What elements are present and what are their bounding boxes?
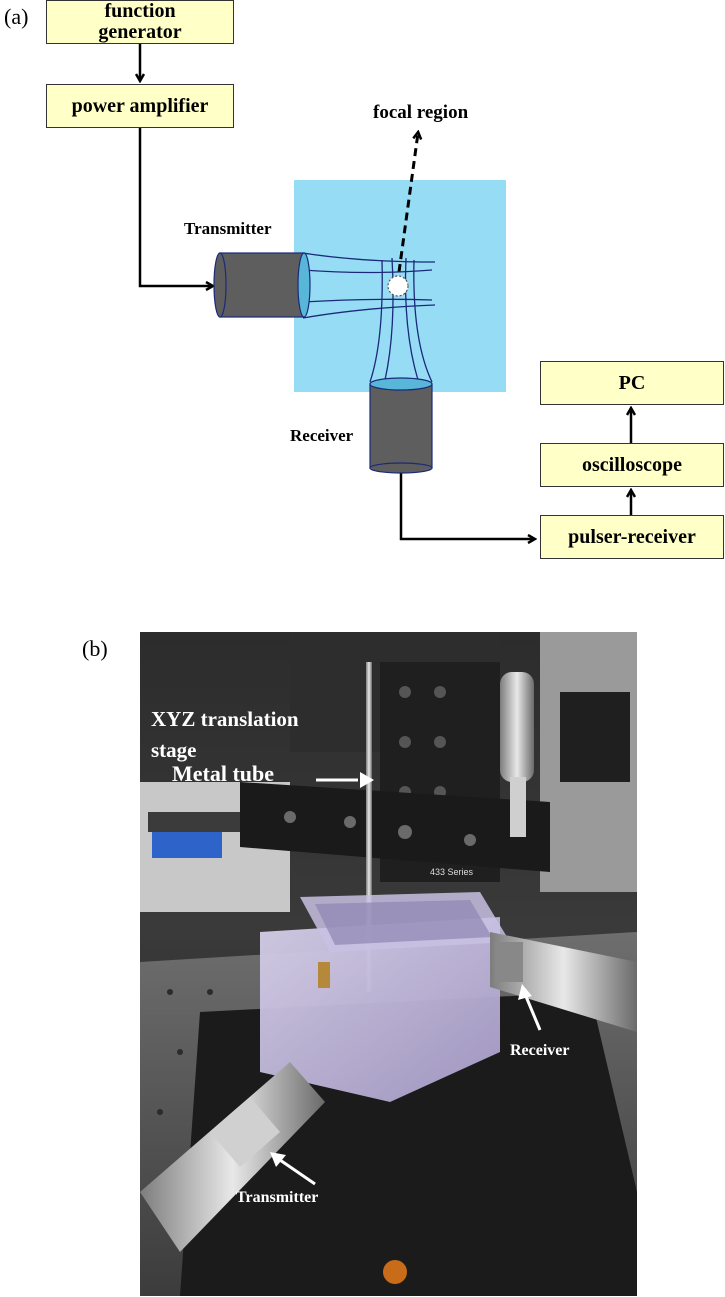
transmitter-label: Transmitter bbox=[184, 219, 272, 238]
beam-lines bbox=[302, 252, 436, 383]
amp-to-transmitter-line bbox=[138, 128, 212, 286]
power-amplifier-label: power amplifier bbox=[71, 94, 209, 117]
photo-transmitter-label: Transmitter bbox=[236, 1189, 319, 1206]
series-text: 433 Series bbox=[430, 867, 474, 877]
photo-illustration: 433 Series bbox=[140, 632, 637, 1296]
metal-tube-label: Metal tube bbox=[172, 761, 275, 786]
receiver-to-pulser-line bbox=[399, 470, 534, 539]
receiver-label: Receiver bbox=[290, 426, 354, 445]
focal-region-label: focal region bbox=[373, 102, 469, 123]
pc-label: PC bbox=[618, 371, 646, 394]
focal-region-pointer bbox=[397, 133, 418, 273]
photo-receiver-label: Receiver bbox=[510, 1042, 570, 1059]
photo-receiver-transducer bbox=[490, 932, 637, 1032]
photo-transmitter-transducer bbox=[140, 1062, 325, 1252]
pulser-receiver-label: pulser-receiver bbox=[568, 525, 696, 548]
panel-a-label: (a) bbox=[4, 4, 29, 29]
transmitter-transducer bbox=[213, 252, 311, 318]
oscilloscope-label: oscilloscope bbox=[582, 453, 682, 476]
experimental-setup-photo: 433 Series bbox=[140, 632, 637, 1296]
stage-label-line1: XYZ translation stage bbox=[151, 707, 299, 762]
panel-b-label: (b) bbox=[82, 636, 108, 661]
receiver-transducer bbox=[369, 377, 433, 474]
power-amplifier-box: power amplifier bbox=[46, 84, 234, 128]
pulser-receiver-box: pulser-receiver bbox=[540, 515, 724, 559]
photo-arrows bbox=[270, 772, 542, 1186]
function-generator-label: function generator bbox=[98, 0, 182, 43]
oscilloscope-box: oscilloscope bbox=[540, 443, 724, 487]
function-generator-box: function generator bbox=[46, 0, 234, 44]
schematic-diagram bbox=[0, 44, 725, 600]
pc-box: PC bbox=[540, 361, 724, 405]
focal-region-circle bbox=[387, 275, 409, 297]
